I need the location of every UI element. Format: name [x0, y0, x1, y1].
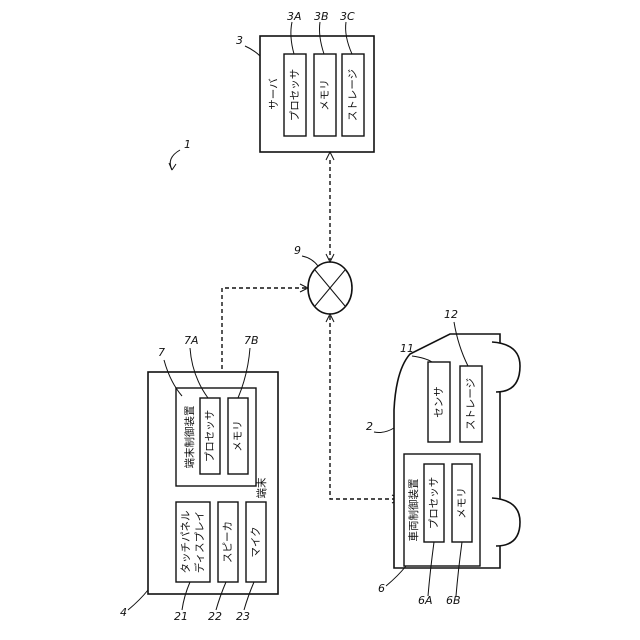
- link-arrow-server: [326, 152, 334, 160]
- speaker-label: スピーカ: [222, 521, 234, 563]
- vehicle-sensor-label: センサ: [433, 386, 445, 418]
- touch-panel-display-label-2: ディスプレイ: [193, 511, 206, 573]
- touch-panel-display-label-1: タッチパネル: [180, 511, 192, 574]
- network-ref: 9: [294, 244, 301, 257]
- vehicle-storage-ref: 12: [444, 308, 458, 321]
- vehicle: 2 車両制御装置 プロセッサ メモリ 6 6A 6B センサ ストレージ 11 …: [366, 308, 520, 607]
- system-ref-group: 1: [169, 138, 191, 170]
- link-network-vehicle: [330, 316, 398, 499]
- system-leader: [170, 150, 180, 170]
- terminal-controller-label: 端末制御装置: [183, 406, 196, 469]
- server-leader: [245, 46, 260, 56]
- vehicle-wheel-front: [492, 342, 520, 392]
- server-ref: 3: [236, 34, 243, 47]
- microphone-ref: 23: [236, 610, 250, 623]
- vehicle-memory-label: メモリ: [456, 487, 468, 519]
- terminal-controller-ref: 7: [158, 346, 165, 359]
- server-storage-ref: 3C: [340, 10, 355, 23]
- server-storage-label: ストレージ: [347, 69, 359, 121]
- system-ref: 1: [184, 138, 191, 151]
- microphone-label: マイク: [250, 526, 262, 557]
- terminal-processor-label: プロセッサ: [204, 410, 216, 463]
- terminal-label: 端末: [255, 477, 268, 498]
- terminal-memory-label: メモリ: [232, 420, 244, 452]
- server-processor-label: プロセッサ: [289, 69, 301, 122]
- touch-panel-display-ref: 21: [174, 610, 188, 623]
- network: 9: [294, 244, 352, 314]
- vehicle-memory-ref: 6B: [446, 594, 461, 607]
- vehicle-controller-ref: 6: [378, 582, 385, 595]
- terminal-leader: [128, 590, 148, 610]
- terminal: 4 端末 端末制御装置 プロセッサ メモリ 7 7A 7B タッチパネル ディス…: [120, 334, 278, 623]
- server: 3 サーバ プロセッサ メモリ ストレージ 3A 3B 3C: [236, 10, 374, 152]
- vehicle-leader: [374, 428, 394, 433]
- network-leader: [302, 256, 318, 266]
- server-processor-ref: 3A: [287, 10, 302, 23]
- server-label: サーバ: [268, 78, 280, 110]
- speaker-ref: 22: [208, 610, 222, 623]
- terminal-memory-ref: 7B: [244, 334, 259, 347]
- server-memory-label: メモリ: [319, 79, 331, 111]
- link-network-terminal: [222, 288, 306, 383]
- vehicle-storage-label: ストレージ: [465, 378, 477, 430]
- terminal-ref: 4: [120, 606, 127, 619]
- vehicle-processor-ref: 6A: [418, 594, 433, 607]
- server-memory-ref: 3B: [314, 10, 329, 23]
- vehicle-ref: 2: [366, 420, 373, 433]
- vehicle-controller-label: 車両制御装置: [407, 479, 420, 542]
- vehicle-controller-leader: [386, 566, 406, 586]
- vehicle-sensor-ref: 11: [400, 342, 414, 355]
- terminal-processor-ref: 7A: [184, 334, 199, 347]
- vehicle-wheel-rear: [492, 498, 520, 546]
- vehicle-processor-label: プロセッサ: [428, 477, 440, 530]
